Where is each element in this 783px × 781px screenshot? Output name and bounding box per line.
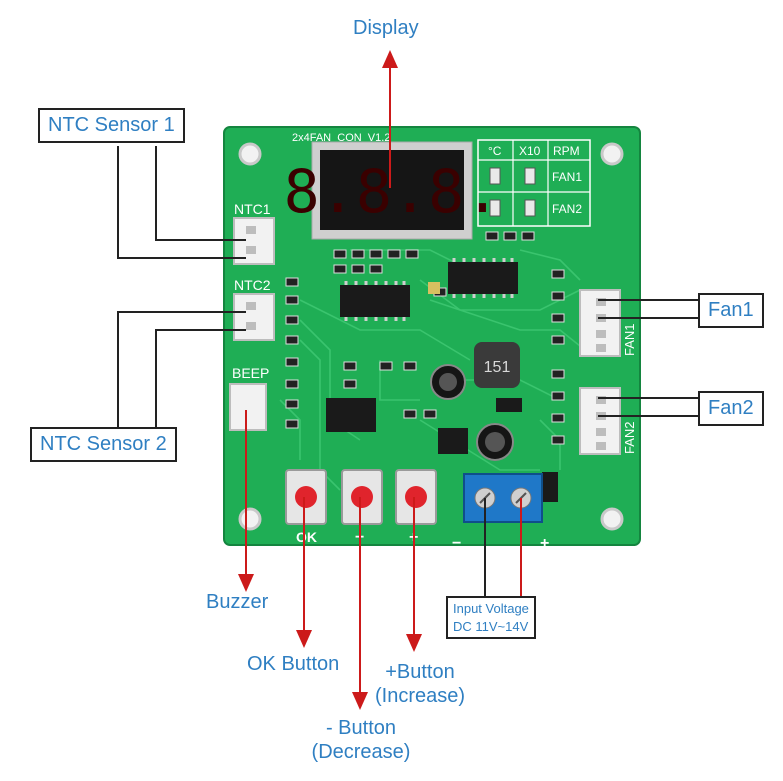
minus-button-label-line1: - Button [325, 717, 397, 739]
inductor-label: 151 [484, 359, 511, 376]
plus-button-label-line2: (Increase) [374, 685, 466, 707]
input-voltage-label: Input Voltage DC 11V~14V [446, 596, 536, 640]
board-title: 2x4FAN_CON_V1.2 [292, 132, 390, 144]
minus-button-label: - Button (Decrease) [296, 716, 426, 764]
red-arrows [238, 50, 522, 710]
minus-push-button [341, 469, 383, 525]
mount-hole [600, 142, 624, 166]
mount-hole [238, 142, 262, 166]
unit-rpm: RPM [553, 144, 580, 158]
buzzer-label: Buzzer [206, 591, 269, 613]
led-celsius-fan2 [489, 199, 501, 217]
table-fan1: FAN1 [552, 170, 582, 184]
plus-button-label: +Button (Increase) [358, 660, 482, 708]
ntc2-silk: NTC2 [234, 277, 271, 293]
ntc2-connector [233, 293, 275, 341]
capacitors [428, 282, 514, 461]
unit-celsius: °C [488, 144, 502, 158]
led-x10-fan2 [524, 199, 536, 217]
ok-silk: OK [296, 529, 317, 545]
seven-segment-display: 8.8.8. [284, 141, 501, 240]
ntc-sensor-2-label: NTC Sensor 2 [30, 427, 177, 462]
fan2-label: Fan2 [698, 391, 764, 426]
fan1-vertical-silk: FAN1 [622, 323, 637, 356]
unit-x10: X10 [519, 144, 541, 158]
ntc-sensor-1-label: NTC Sensor 1 [38, 108, 185, 143]
ok-button-label: OK Button [247, 653, 340, 675]
minus-button-label-line2: (Decrease) [311, 741, 411, 763]
display-digits: 8.8.8. [284, 157, 501, 227]
mount-hole [600, 507, 624, 531]
power-terminal-block [463, 473, 543, 523]
pcb-board: 2x4FAN_CON_V1.2 8.8.8. °C X10 RPM FAN1 F… [223, 126, 641, 552]
input-voltage-line2: DC 11V~14V [453, 618, 529, 634]
beep-connector [229, 383, 267, 431]
mount-hole [238, 507, 262, 531]
terminal-minus-silk: − [452, 535, 461, 552]
leader-lines [117, 146, 700, 598]
ic-chips [326, 258, 558, 502]
plus-push-button [395, 469, 437, 525]
beep-silk: BEEP [232, 365, 269, 381]
led-indicator-table: °C X10 RPM FAN1 FAN2 [477, 139, 591, 227]
smd-resistors [285, 231, 565, 445]
inductor: 151 [474, 342, 520, 388]
fan1-label: Fan1 [698, 293, 764, 328]
led-x10-fan1 [524, 167, 536, 185]
terminal-plus-silk: + [540, 535, 549, 552]
ok-push-button [285, 469, 327, 525]
display-label: Display [353, 17, 419, 39]
input-voltage-line1: Input Voltage [453, 601, 529, 616]
led-celsius-fan1 [489, 167, 501, 185]
ntc1-silk: NTC1 [234, 201, 271, 217]
table-fan2: FAN2 [552, 202, 582, 216]
fan2-vertical-silk: FAN2 [622, 421, 637, 454]
plus-button-label-line1: +Button [385, 661, 455, 683]
